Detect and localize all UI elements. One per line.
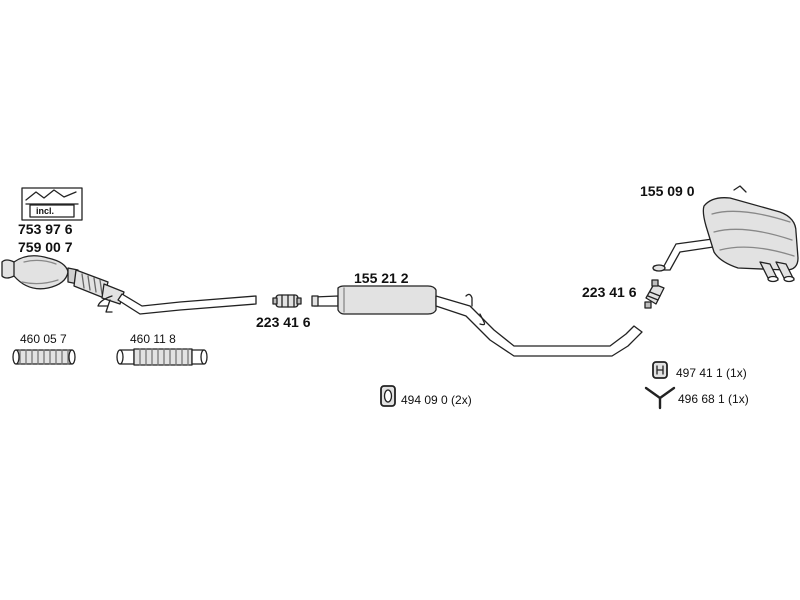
- y-hanger-label: 496 68 1 (1x): [678, 392, 749, 406]
- middle-silencer: [311, 285, 643, 357]
- middle-silencer-label: 155 21 2: [354, 270, 409, 286]
- flex-pipe-a-label: 460 05 7: [20, 332, 67, 346]
- flex-pipe-b: [116, 348, 208, 366]
- ring-mount-icon: [380, 385, 396, 407]
- kit-badge: incl.: [36, 206, 55, 216]
- rear-clamp: [644, 279, 665, 309]
- front-clamp-label: 223 41 6: [256, 314, 311, 330]
- front-clamp: [272, 294, 302, 308]
- block-mount-icon: [652, 361, 668, 379]
- catalytic-converter: [1, 255, 125, 313]
- kit-part-a: 753 97 6: [18, 221, 73, 237]
- rear-silencer-label: 155 09 0: [640, 183, 695, 199]
- flex-pipe-b-label: 460 11 8: [130, 332, 176, 346]
- front-pipe: [117, 293, 257, 315]
- y-hanger-icon: [644, 386, 676, 410]
- kit-part-b: 759 00 7: [18, 239, 73, 255]
- block-mount-label: 497 41 1 (1x): [676, 366, 747, 380]
- flex-pipe-a: [12, 349, 76, 365]
- gasket-kit-icon: [21, 187, 83, 221]
- rear-silencer: [652, 185, 799, 283]
- ring-mount-label: 494 09 0 (2x): [401, 393, 472, 407]
- rear-clamp-label: 223 41 6: [582, 284, 637, 300]
